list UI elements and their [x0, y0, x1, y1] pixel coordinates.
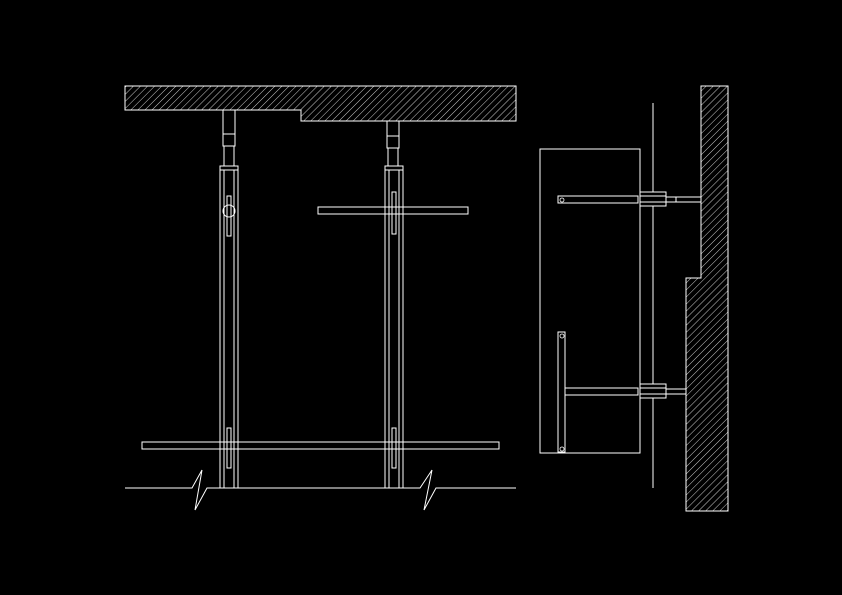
left-hanger: [222, 109, 236, 167]
floor-break-line: [125, 469, 516, 511]
side-section-view: [539, 85, 729, 512]
front-elevation-view: [124, 85, 517, 511]
upper-crossbar: [317, 206, 469, 215]
bolt-circle: [222, 204, 236, 218]
left-post: [219, 165, 239, 489]
panel-board: [539, 148, 641, 454]
lower-crossbar: [141, 441, 500, 450]
right-hanger: [386, 120, 400, 167]
right-post: [384, 165, 404, 489]
lower-bracket: [557, 331, 687, 453]
wall-section: [685, 85, 729, 512]
upper-bracket: [557, 191, 702, 207]
ceiling-slab: [124, 85, 517, 122]
